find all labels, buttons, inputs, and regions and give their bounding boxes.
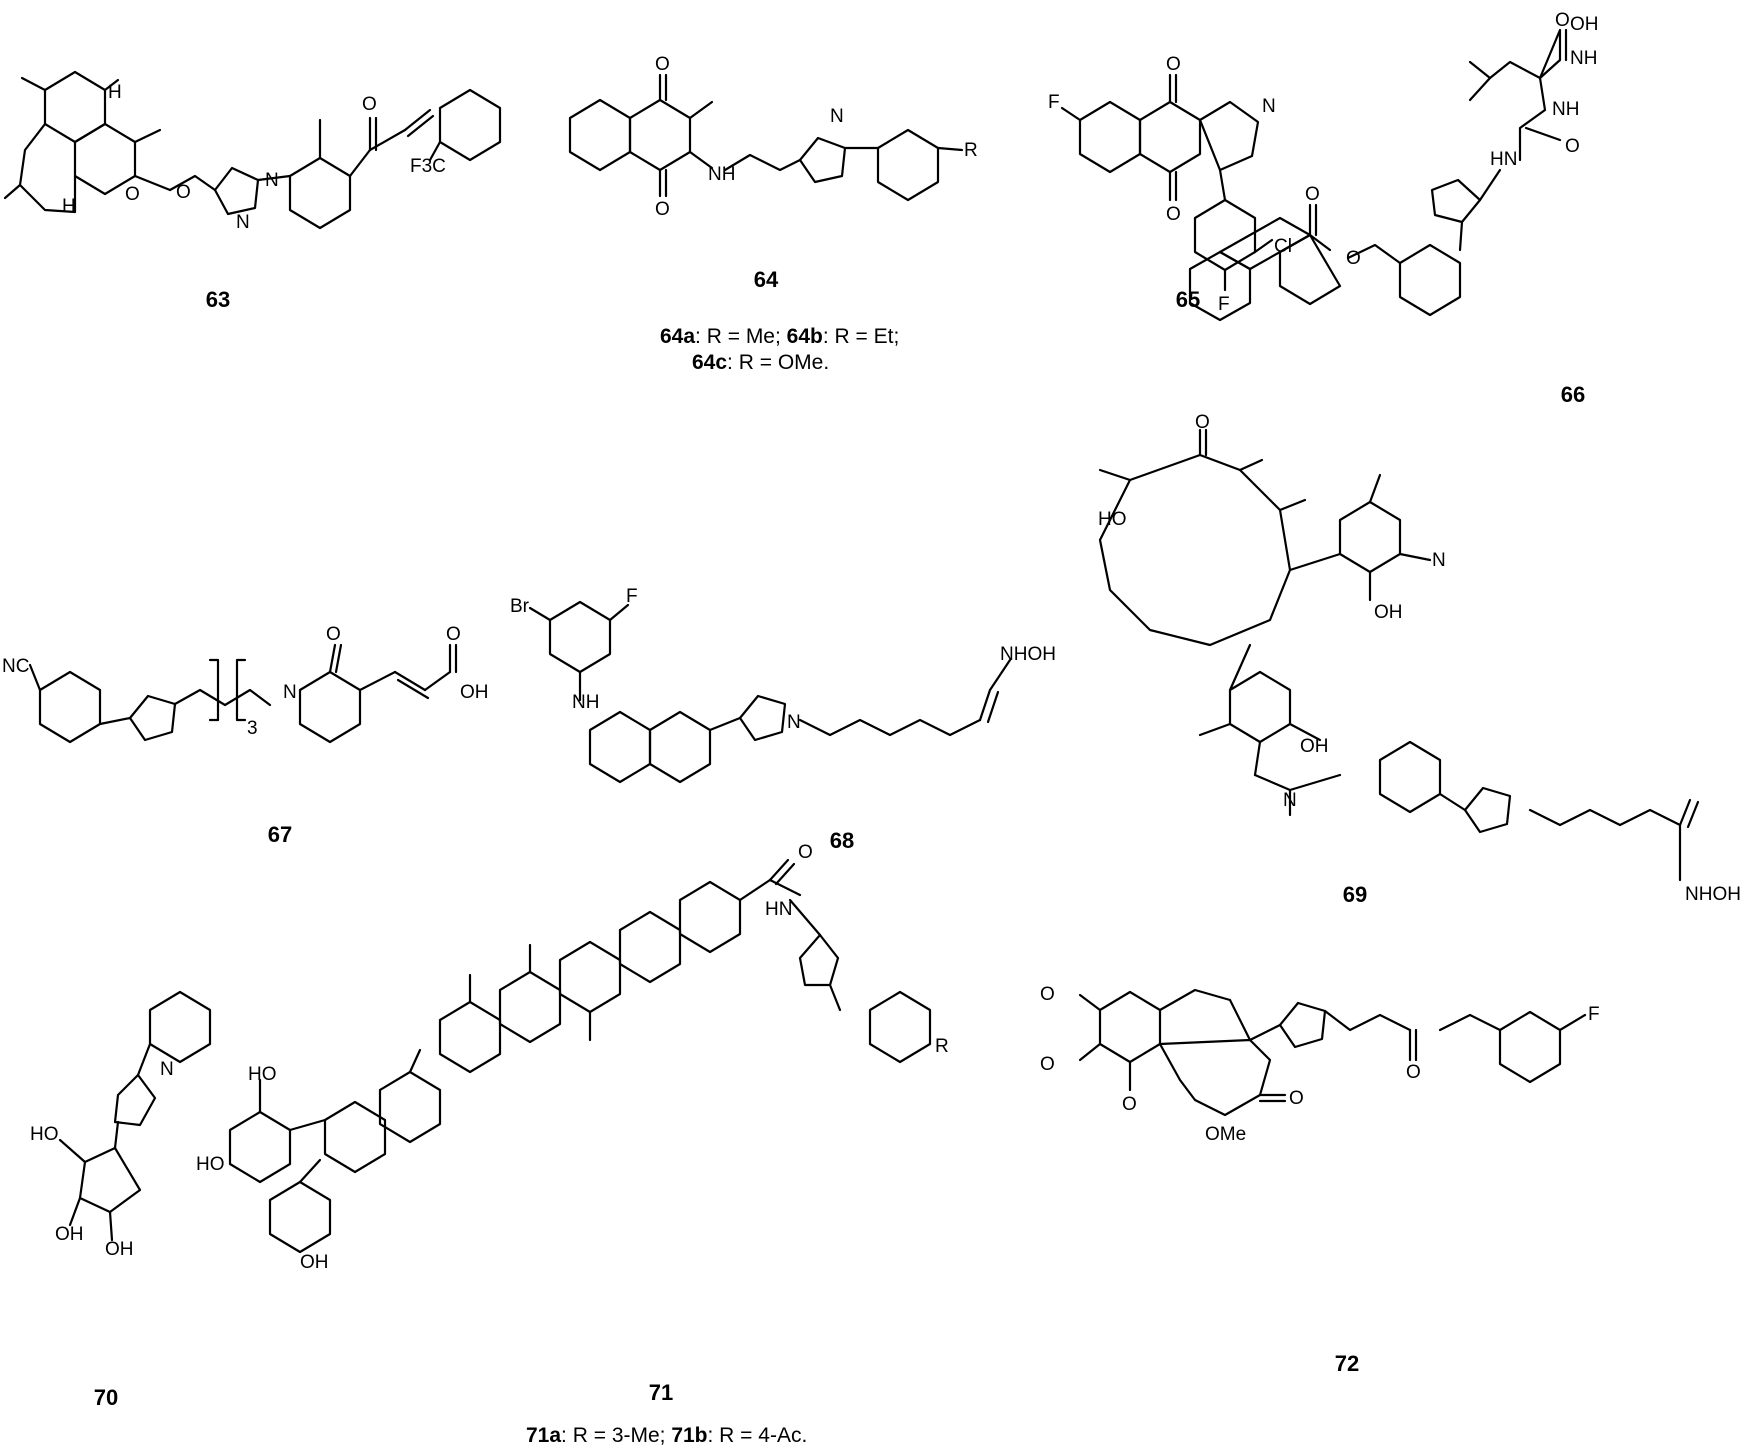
atom-label: F: [626, 586, 638, 607]
atom-label: O: [1195, 412, 1210, 433]
atom-label: 3: [247, 718, 258, 739]
structure-65: [1060, 73, 1274, 292]
atom-label: OH: [105, 1239, 134, 1260]
variant-text: : R = OMe.: [727, 351, 830, 374]
atom-label: O: [798, 842, 813, 863]
atom-label: O: [125, 184, 140, 205]
compound-label-69: 69: [1343, 882, 1367, 907]
compound-label-64: 64: [754, 267, 779, 292]
atom-label: O: [1040, 1054, 1055, 1075]
atom-label: O: [176, 182, 191, 203]
structure-71: [228, 858, 932, 1254]
atom-label: O: [1565, 136, 1580, 157]
compound-label-65: 65: [1176, 287, 1200, 312]
structure-69: [1098, 428, 1700, 882]
variant-code: 71b: [671, 1424, 708, 1447]
atom-label: Cl: [1274, 236, 1292, 257]
compound-label-67: 67: [268, 822, 292, 847]
atom-label: O: [1346, 248, 1361, 269]
atom-label: N: [283, 682, 297, 703]
atom-label: H: [62, 196, 76, 217]
compound-label-70: 70: [94, 1385, 118, 1410]
caption-71: 71a: R = 3-Me; 71b: R = 4-Ac.: [526, 1423, 807, 1449]
atom-label: NH: [708, 164, 735, 185]
atom-label: O: [446, 624, 461, 645]
atom-label: O: [655, 54, 670, 75]
structure-67: [28, 643, 458, 744]
atom-label: F3C: [410, 156, 446, 177]
atom-label: R: [935, 1036, 949, 1057]
atom-label: OMe: [1205, 1124, 1246, 1145]
compound-label-71: 71: [649, 1380, 673, 1405]
atom-label: OH: [300, 1252, 329, 1273]
atom-label: HO: [1098, 509, 1127, 530]
atom-label: F: [1048, 92, 1060, 113]
variant-text: : R = Me;: [695, 325, 787, 348]
atom-label: NHOH: [1685, 884, 1741, 905]
atom-label: OH: [1300, 736, 1329, 757]
atom-label: OH: [1374, 602, 1403, 623]
atom-label: N: [787, 712, 801, 733]
atom-label: HN: [1490, 149, 1517, 170]
compound-label-72: 72: [1335, 1351, 1359, 1376]
structure-68: [528, 600, 1012, 784]
atom-label: O: [362, 94, 377, 115]
variant-code: 64b: [786, 325, 823, 348]
atom-label: N: [1283, 790, 1297, 811]
atom-label: O: [655, 199, 670, 220]
atom-label: Br: [510, 596, 530, 617]
atom-label: O: [1305, 184, 1320, 205]
structure-66: [1188, 28, 1568, 322]
atom-label: O: [1555, 10, 1570, 31]
atom-label: O: [326, 624, 341, 645]
atom-label: HO: [196, 1154, 225, 1175]
atom-label: OH: [55, 1224, 84, 1245]
atom-label: HO: [248, 1064, 277, 1085]
variant-text: : R = Et;: [822, 325, 900, 348]
atom-label: H: [108, 82, 122, 103]
atom-label: NC: [2, 656, 29, 677]
atom-label: NH: [1570, 48, 1597, 69]
structure-63: [3, 70, 502, 230]
variant-text: : R = 4-Ac.: [707, 1424, 808, 1447]
atom-label: F: [1588, 1004, 1600, 1025]
atom-label: O: [1166, 204, 1181, 225]
atom-label: NH: [1552, 99, 1579, 120]
compound-label-66: 66: [1561, 382, 1585, 407]
atom-label: N: [236, 212, 250, 233]
variant-code: 64c: [692, 351, 728, 374]
atom-label: O: [1040, 984, 1055, 1005]
atom-label: NHOH: [1000, 644, 1056, 665]
caption-64-line2: 64c: R = OMe.: [692, 350, 829, 376]
variant-text: : R = 3-Me;: [561, 1424, 672, 1447]
atom-label: N: [1262, 96, 1276, 117]
atom-label: OH: [1570, 14, 1599, 35]
variant-code: 71a: [526, 1424, 562, 1447]
atom-label: O: [1289, 1088, 1304, 1109]
compound-label-68: 68: [830, 828, 854, 853]
atom-label: O: [1406, 1062, 1421, 1083]
variant-code: 64a: [660, 325, 696, 348]
atom-label: NH: [572, 692, 599, 713]
atom-label: O: [1122, 1094, 1137, 1115]
atom-label: HO: [30, 1124, 59, 1145]
structure-72: [1078, 988, 1587, 1117]
atom-label: HN: [765, 899, 792, 920]
caption-64-line1: 64a: R = Me; 64b: R = Et;: [660, 324, 899, 350]
atom-label: O: [1166, 54, 1181, 75]
structure-70: [58, 990, 212, 1242]
atom-label: N: [830, 106, 844, 127]
atom-label: R: [964, 140, 978, 161]
atom-label: F: [1218, 294, 1230, 315]
atom-label: N: [265, 170, 279, 191]
compound-label-63: 63: [206, 287, 230, 312]
atom-label: N: [160, 1059, 174, 1080]
atom-label: N: [1432, 550, 1446, 571]
atom-label: OH: [460, 682, 489, 703]
structure-64: [568, 73, 964, 202]
